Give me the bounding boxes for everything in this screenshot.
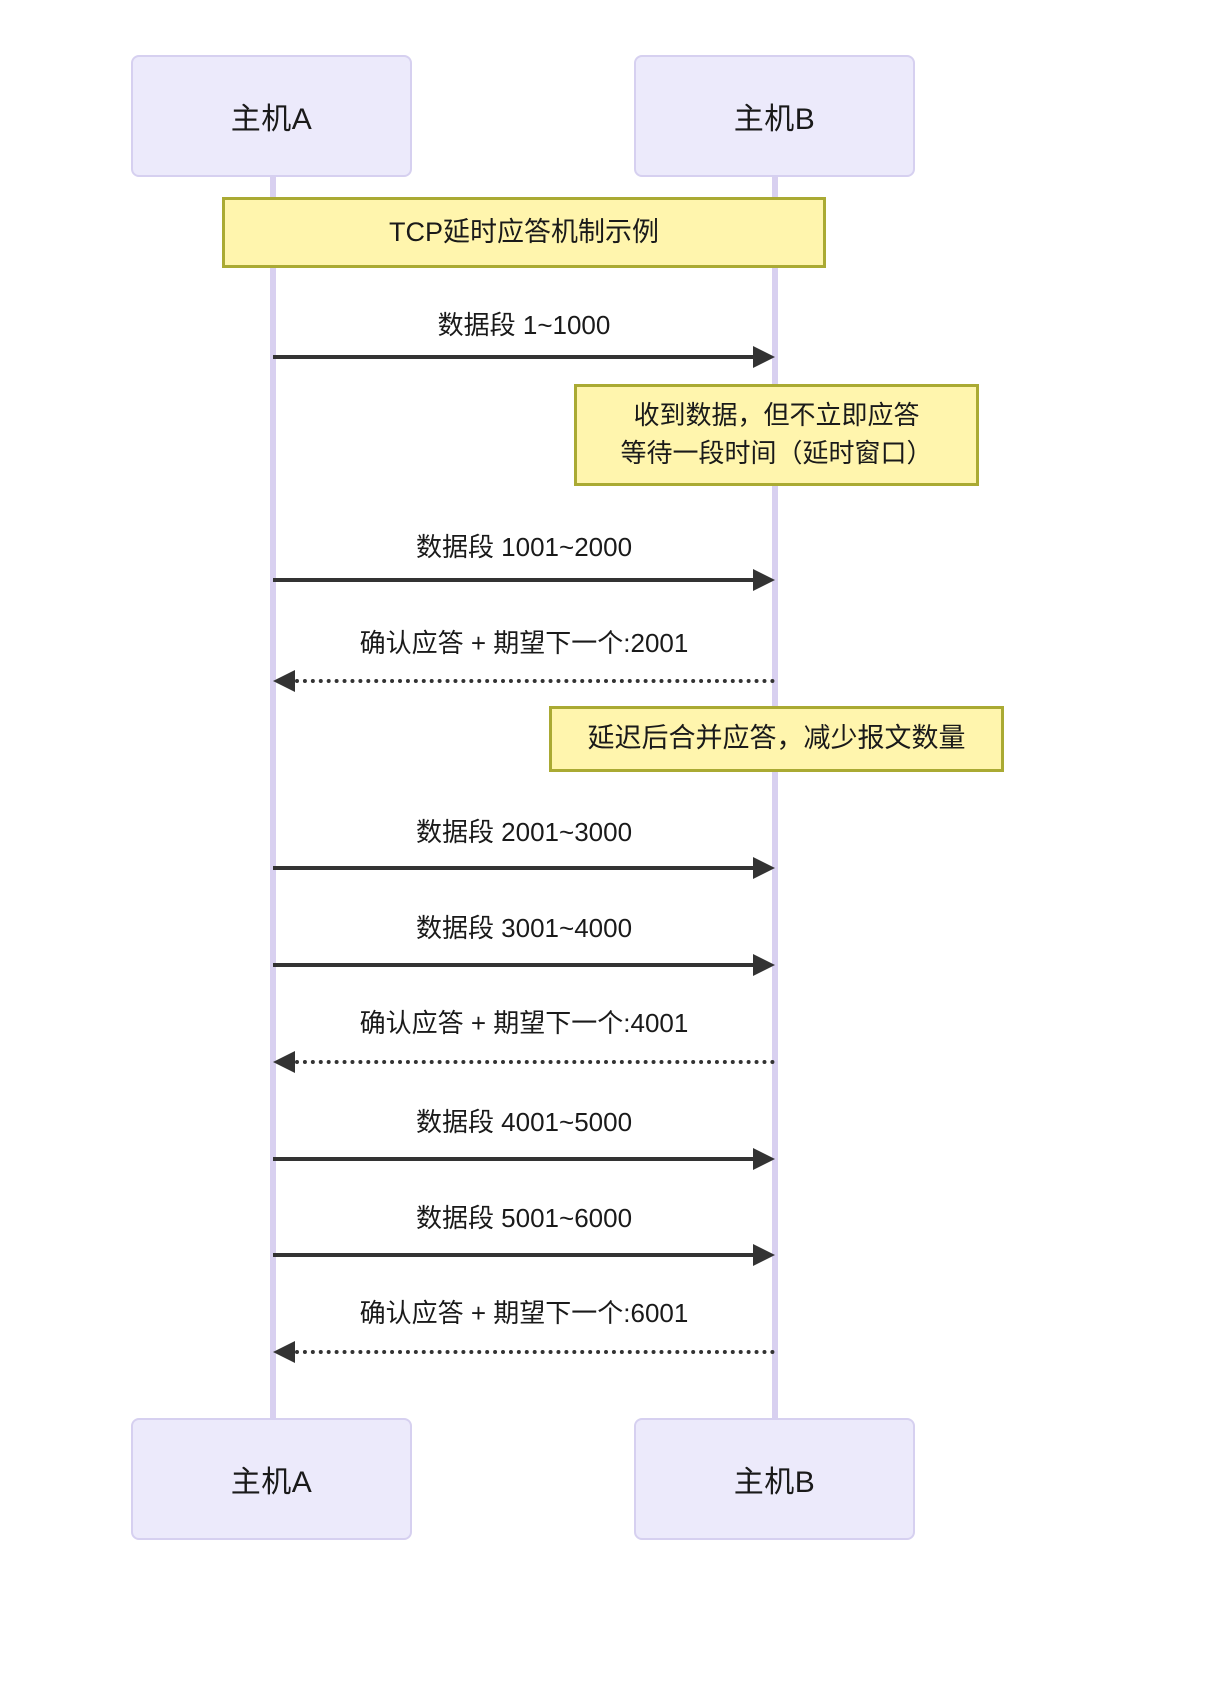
message-label-m6: 确认应答 + 期望下一个:4001 — [359, 1008, 689, 1038]
message-label-m5: 数据段 3001~4000 — [415, 913, 633, 943]
participant-label-host-b-top: 主机B — [733, 103, 816, 136]
arrow-head-right — [753, 1148, 775, 1170]
participant-box-host-a-top[interactable]: 主机A — [131, 55, 412, 177]
arrow-line — [273, 866, 753, 870]
participant-label-host-a-top: 主机A — [230, 103, 313, 136]
arrow-line — [295, 1350, 775, 1354]
message-arrow-m8 — [273, 1244, 775, 1266]
message-label-m8: 数据段 5001~6000 — [415, 1203, 633, 1233]
arrow-line — [273, 1253, 753, 1257]
message-arrow-m6 — [273, 1051, 775, 1073]
note-delay-line-2: 等待一段时间（延时窗口） — [620, 438, 933, 468]
note-merge-text: 延迟后合并应答，减少报文数量 — [587, 723, 966, 754]
arrow-head-left — [273, 1051, 295, 1073]
arrow-line — [273, 1157, 753, 1161]
message-label-m9: 确认应答 + 期望下一个:6001 — [359, 1298, 689, 1328]
message-label-m4: 数据段 2001~3000 — [415, 817, 633, 847]
message-arrow-m3 — [273, 670, 775, 692]
participant-box-host-a-bottom[interactable]: 主机A — [131, 1418, 412, 1540]
message-arrow-m7 — [273, 1148, 775, 1170]
arrow-line — [273, 355, 753, 359]
message-arrow-m2 — [273, 569, 775, 591]
lifeline-host-b — [772, 176, 778, 1420]
lifeline-host-a — [270, 176, 276, 1420]
arrow-line — [295, 679, 775, 683]
message-label-m2: 数据段 1001~2000 — [415, 532, 633, 562]
arrow-head-left — [273, 670, 295, 692]
arrow-line — [273, 578, 753, 582]
message-label-m3: 确认应答 + 期望下一个:2001 — [359, 628, 689, 658]
note-merge: 延迟后合并应答，减少报文数量 — [549, 706, 1004, 772]
participant-box-host-b-top[interactable]: 主机B — [634, 55, 915, 177]
message-label-m7: 数据段 4001~5000 — [415, 1107, 633, 1137]
arrow-line — [295, 1060, 775, 1064]
message-arrow-m9 — [273, 1341, 775, 1363]
message-label-m1: 数据段 1~1000 — [437, 310, 611, 340]
note-delay: 收到数据，但不立即应答 等待一段时间（延时窗口） — [574, 384, 979, 486]
arrow-head-right — [753, 857, 775, 879]
note-delay-line-1: 收到数据，但不立即应答 — [633, 400, 920, 431]
participant-box-host-b-bottom[interactable]: 主机B — [634, 1418, 915, 1540]
arrow-head-right — [753, 346, 775, 368]
participant-label-host-b-bottom: 主机B — [733, 1466, 816, 1499]
arrow-head-right — [753, 954, 775, 976]
message-arrow-m1 — [273, 346, 775, 368]
message-arrow-m4 — [273, 857, 775, 879]
arrow-head-right — [753, 569, 775, 591]
message-arrow-m5 — [273, 954, 775, 976]
arrow-line — [273, 963, 753, 967]
arrow-head-left — [273, 1341, 295, 1363]
participant-label-host-a-bottom: 主机A — [230, 1466, 313, 1499]
note-title: TCP延时应答机制示例 — [222, 197, 826, 268]
note-title-text: TCP延时应答机制示例 — [389, 216, 659, 247]
arrow-head-right — [753, 1244, 775, 1266]
